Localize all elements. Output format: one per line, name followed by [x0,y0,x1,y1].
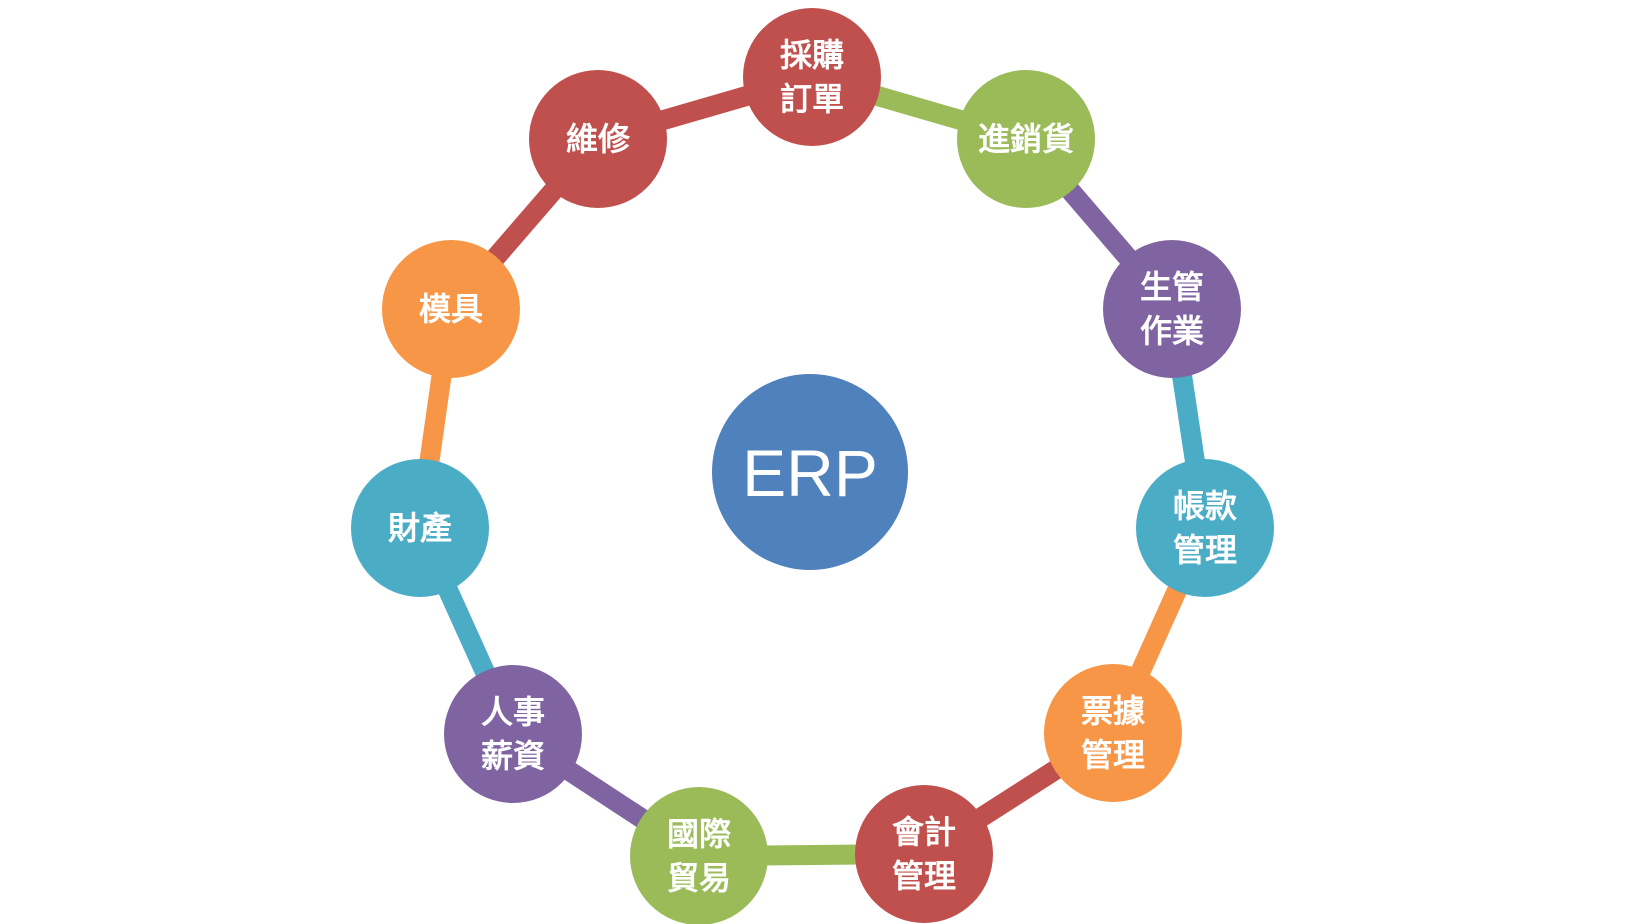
module-label: 帳款 [1173,487,1237,525]
module-circle [382,240,520,378]
module-label: 會計 [892,813,956,851]
module-label: 維修 [566,120,631,158]
module-node: 財產 [351,459,489,597]
module-label: 財產 [388,509,452,547]
module-label: 管理 [1173,531,1237,569]
center-circle [712,374,908,570]
module-label: 人事 [481,693,545,731]
module-label: 管理 [892,857,956,895]
module-label: 票據 [1081,692,1146,730]
module-label: 薪資 [481,737,545,775]
module-circle [1103,240,1241,378]
module-label: 管理 [1081,736,1145,774]
module-node: 維修 [529,70,667,208]
center-node: ERP [712,374,908,570]
module-circle [630,787,768,924]
module-label: 模具 [419,290,483,328]
module-label: 生管 [1140,268,1204,306]
module-circle [529,70,667,208]
module-label: 訂單 [780,80,844,118]
module-circle [855,785,993,923]
module-label: 貿易 [667,859,731,897]
module-label: 進銷貨 [978,120,1074,158]
module-circle [1136,459,1274,597]
module-circle [957,70,1095,208]
module-circle [444,665,582,803]
module-label: 採購 [780,36,844,74]
center-label: ERP [742,436,878,510]
module-label: 國際 [667,815,731,853]
module-node: 進銷貨 [957,70,1095,208]
module-label: 作業 [1140,312,1204,350]
module-circle [1044,664,1182,802]
module-node: 模具 [382,240,520,378]
module-circle [351,459,489,597]
module-circle [743,8,881,146]
